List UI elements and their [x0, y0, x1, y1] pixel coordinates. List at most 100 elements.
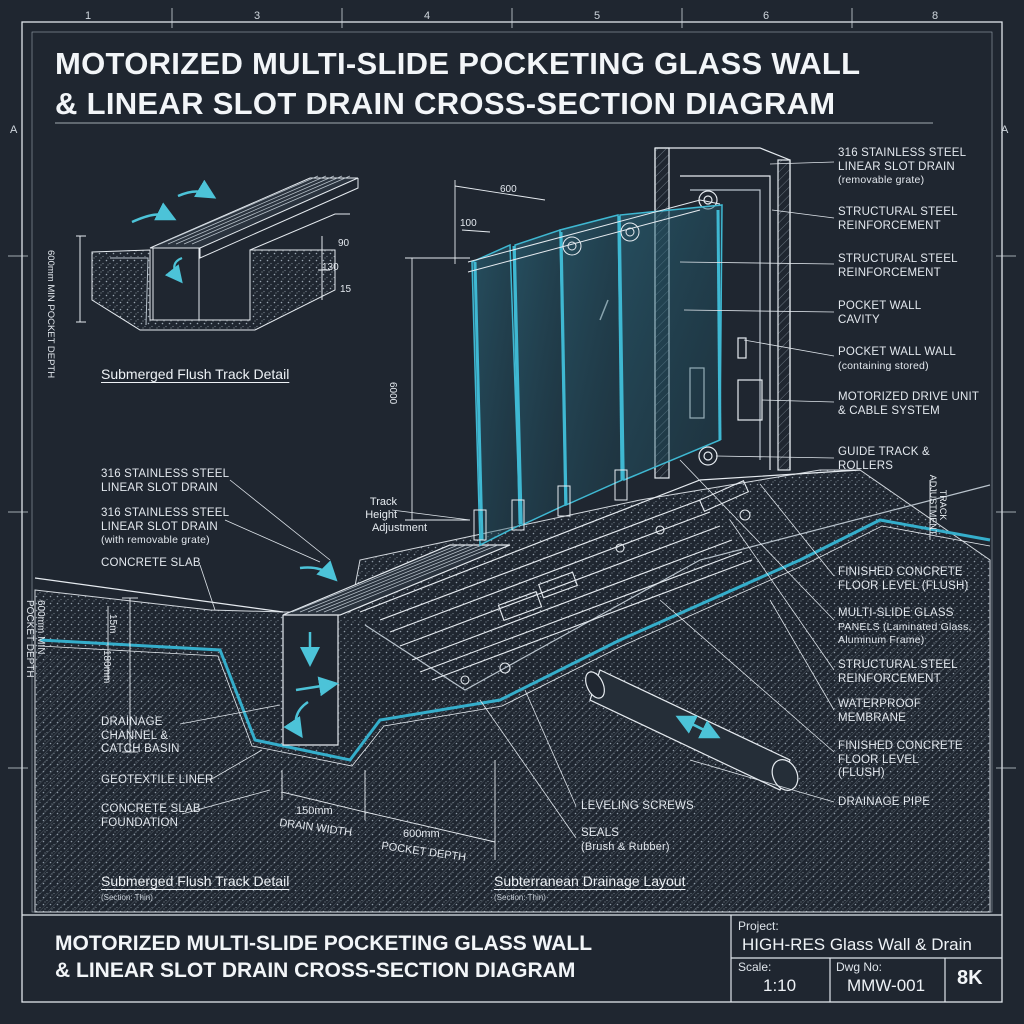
main-depth-dim: 600mm MIN POCKET DEPTH — [24, 600, 46, 678]
right-callout-5-l1: POCKET WALL WALL — [838, 346, 957, 358]
caption-drainage: Subterranean Drainage Layout — [494, 873, 686, 889]
track-height-line2: Height — [365, 509, 397, 521]
caption-detail-bottom: Submerged Flush Track Detail — [101, 873, 290, 889]
right-callout-12-l1: FINISHED CONCRETE — [838, 740, 963, 752]
dwg-label: Dwg No: — [836, 960, 883, 974]
caption-detail-bottom-sub: (Section: Thin) — [101, 893, 153, 902]
grid-col-1: 1 — [85, 10, 92, 22]
main-depth-line1: 600mm MIN — [35, 600, 46, 655]
grid-col-8: 8 — [932, 10, 939, 22]
detail-dim-15: 15 — [340, 284, 352, 295]
grid-col-4: 4 — [424, 10, 431, 22]
grid-col-5: 5 — [594, 10, 601, 22]
track-adjustment-line1: TRACK — [938, 489, 948, 521]
seals-label-l1: SEALS — [581, 827, 620, 839]
detail-depth-dim: 600mm MIN POCKET DEPTH — [45, 250, 56, 379]
track-height-line3: Adjustment — [371, 522, 427, 534]
right-callout-7-l1: GUIDE TRACK & — [838, 446, 930, 458]
left-callout-1-l1: 316 STAINLESS STEEL — [101, 468, 230, 480]
right-callout-7: GUIDE TRACK & ROLLERS — [838, 446, 930, 473]
right-callout-10-l1: STRUCTURAL STEEL — [838, 659, 958, 671]
title-block-line1: MOTORIZED MULTI-SLIDE POCKETING GLASS WA… — [55, 932, 593, 955]
right-callout-6-l1: MOTORIZED DRIVE UNIT — [838, 391, 980, 403]
right-callout-1: 316 STAINLESS STEEL LINEAR SLOT DRAIN (r… — [838, 147, 966, 188]
project-label: Project: — [738, 919, 779, 933]
detail-dim-90: 90 — [338, 238, 350, 249]
track-height-line1: Track — [369, 496, 397, 508]
leveling-screws-label: LEVELING SCREWS — [581, 800, 694, 812]
left-callout-3: CONCRETE SLAB — [101, 557, 201, 569]
title-block-title: MOTORIZED MULTI-SLIDE POCKETING GLASS WA… — [55, 930, 592, 984]
left-callout-2-l2: LINEAR SLOT DRAIN — [101, 520, 218, 533]
grid-row-right: A — [1001, 124, 1009, 136]
track-adjustment-label: TRACK ADJUSTMENT — [928, 470, 948, 540]
left-callout-6-l2: FOUNDATION — [101, 816, 179, 829]
left-callout-2-l3: (with removable grate) — [101, 534, 210, 546]
right-callout-11-l1: WATERPROOF — [838, 698, 922, 710]
track-height-label: Track Height Adjustment — [359, 496, 429, 535]
main-title: MOTORIZED MULTI-SLIDE POCKETING GLASS WA… — [55, 44, 955, 124]
left-callout-4-l2: CHANNEL & — [101, 729, 169, 742]
right-callout-1-l1: 316 STAINLESS STEEL — [838, 147, 967, 159]
main-dim-180: 180mm — [101, 650, 112, 684]
left-callout-4-l3: CATCH BASIN — [101, 743, 180, 755]
dim-100: 100 — [460, 218, 477, 229]
right-callout-5-l2: (containing stored) — [838, 359, 929, 372]
right-callout-6-l2: & CABLE SYSTEM — [838, 404, 940, 417]
right-callout-8-l2: FLOOR LEVEL (FLUSH) — [838, 579, 969, 592]
right-callout-4-l1: POCKET WALL — [838, 300, 922, 312]
left-callout-2-l1: 316 STAINLESS STEEL — [101, 507, 230, 519]
main-title-line1: MOTORIZED MULTI-SLIDE POCKETING GLASS WA… — [55, 46, 861, 81]
project-value: HIGH-RES Glass Wall & Drain — [742, 935, 972, 954]
right-callout-12: FINISHED CONCRETE FLOOR LEVEL (FLUSH) — [838, 740, 963, 781]
title-block-line2: & LINEAR SLOT DRAIN CROSS-SECTION DIAGRA… — [55, 959, 576, 982]
grid-row-left: A — [10, 124, 18, 136]
drain-width-value: 150mm — [296, 805, 333, 817]
left-callout-5: GEOTEXTILE LINER — [101, 774, 214, 786]
right-callout-6: MOTORIZED DRIVE UNIT & CABLE SYSTEM — [838, 391, 979, 418]
dim-600: 600 — [500, 184, 517, 195]
right-callout-9-l2: PANELS (Laminated Glass, — [838, 620, 972, 633]
right-callout-2-l2: REINFORCEMENT — [838, 219, 941, 232]
scale-label: Scale: — [738, 960, 772, 974]
right-callout-9-l1: MULTI-SLIDE GLASS — [838, 607, 954, 619]
main-dim-15: 15m — [107, 614, 118, 634]
right-callout-11-l2: MEMBRANE — [838, 711, 907, 724]
main-depth-line2: POCKET DEPTH — [24, 600, 35, 678]
right-callout-3-l1: STRUCTURAL STEEL — [838, 253, 958, 265]
seals-label-l2: (Brush & Rubber) — [581, 840, 670, 853]
left-callout-4-l1: DRAINAGE — [101, 716, 163, 728]
right-callout-10-l2: REINFORCEMENT — [838, 672, 941, 685]
left-callout-1-l2: LINEAR SLOT DRAIN — [101, 481, 218, 494]
right-callout-9-l3: Aluminum Frame) — [838, 634, 925, 646]
right-callout-1-l3: (removable grate) — [838, 174, 925, 186]
caption-drainage-sub: (Section: Thin) — [494, 893, 546, 902]
left-callout-4: DRAINAGE CHANNEL & CATCH BASIN — [101, 716, 180, 757]
detail-dim-130: 130 — [322, 262, 339, 273]
resolution-badge: 8K — [957, 967, 983, 989]
caption-detail-top: Submerged Flush Track Detail — [101, 366, 290, 382]
right-callout-11: WATERPROOF MEMBRANE — [838, 698, 921, 725]
seals-label: SEALS (Brush & Rubber) — [581, 827, 670, 854]
right-callout-8: FINISHED CONCRETE FLOOR LEVEL (FLUSH) — [838, 566, 969, 593]
dim-6000: 6000 — [387, 382, 398, 405]
right-callout-3: STRUCTURAL STEEL REINFORCEMENT — [838, 253, 958, 280]
right-callout-2: STRUCTURAL STEEL REINFORCEMENT — [838, 206, 958, 233]
left-callout-2: 316 STAINLESS STEEL LINEAR SLOT DRAIN (w… — [101, 507, 229, 548]
right-callout-12-l3: (FLUSH) — [838, 767, 885, 779]
right-callout-5: POCKET WALL WALL (containing stored) — [838, 346, 956, 373]
scale-value: 1:10 — [763, 976, 797, 995]
right-callout-13: DRAINAGE PIPE — [838, 796, 931, 808]
right-callout-12-l2: FLOOR LEVEL — [838, 753, 919, 766]
right-callout-4-l2: CAVITY — [838, 313, 880, 326]
right-callout-2-l1: STRUCTURAL STEEL — [838, 206, 958, 218]
grid-col-3: 3 — [254, 10, 261, 22]
pocket-depth-value: 600mm — [403, 828, 440, 840]
right-callout-8-l1: FINISHED CONCRETE — [838, 566, 963, 578]
right-callout-1-l2: LINEAR SLOT DRAIN — [838, 160, 955, 173]
main-title-line2: & LINEAR SLOT DRAIN CROSS-SECTION DIAGRA… — [55, 86, 836, 121]
left-callout-1: 316 STAINLESS STEEL LINEAR SLOT DRAIN — [101, 468, 229, 495]
right-callout-7-l2: ROLLERS — [838, 459, 894, 472]
